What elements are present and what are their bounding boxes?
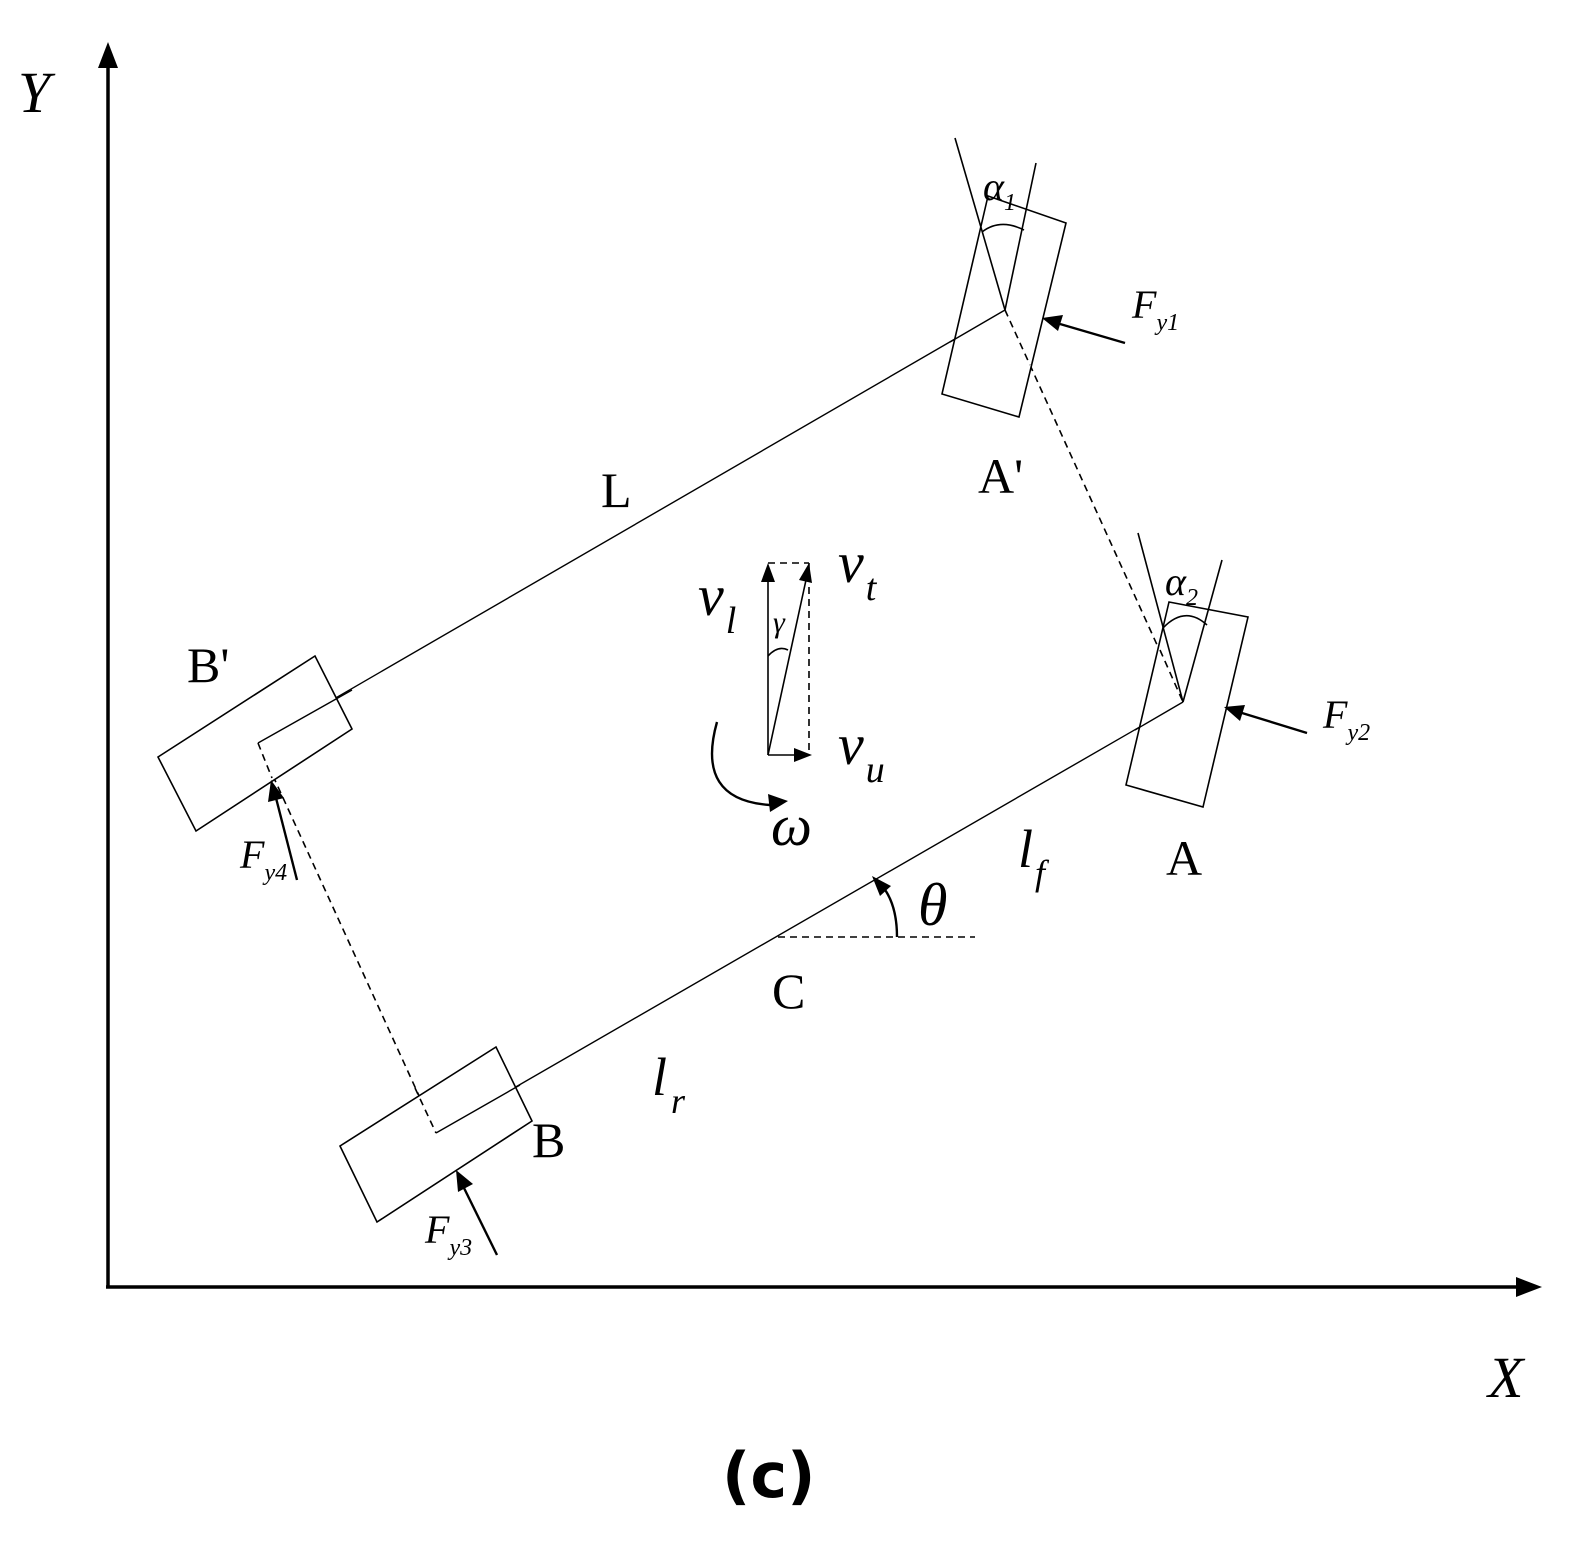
- fy4-arrowhead: [268, 780, 284, 802]
- force-arrows: [268, 315, 1308, 1256]
- alpha2-line-1: [1137, 532, 1184, 703]
- fy1-main: F: [1131, 282, 1157, 327]
- upper-body-line-rear-overlay: [257, 689, 353, 744]
- figure-caption: (c): [722, 1439, 815, 1512]
- alpha2-label: α2: [1165, 559, 1198, 611]
- steering-angle-lines: [954, 137, 1223, 703]
- fy1-label: Fy1: [1131, 282, 1179, 336]
- point-c-label: C: [772, 963, 805, 1019]
- vl-label: vl: [698, 563, 736, 642]
- gamma-label: γ: [773, 606, 786, 639]
- omega-label: ω: [771, 793, 812, 858]
- vt-main: v: [838, 530, 864, 595]
- vt-sub: t: [866, 567, 878, 609]
- point-a-label: A: [1166, 830, 1202, 886]
- velocity-vectors: [761, 562, 812, 762]
- gamma-arc: [767, 647, 789, 657]
- point-a-prime-label: A': [978, 448, 1023, 504]
- theta-arc: [882, 886, 899, 938]
- omega-arc: [710, 721, 771, 807]
- vu-main: v: [838, 712, 864, 777]
- fy4-main: F: [239, 832, 265, 877]
- fy3-main: F: [424, 1207, 450, 1252]
- x-axis-arrowhead: [1516, 1277, 1542, 1297]
- y-axis-label: Y: [18, 60, 56, 125]
- vu-sub: u: [866, 749, 885, 791]
- fy4-label: Fy4: [239, 832, 287, 886]
- fy2-arrow: [1241, 711, 1308, 735]
- alpha2-main: α: [1165, 559, 1187, 604]
- lower-body-line: [435, 701, 1184, 1134]
- alpha1-sub: 1: [1004, 190, 1016, 216]
- fy1-arrow: [1059, 322, 1126, 345]
- vu-arrowhead: [794, 748, 812, 762]
- upper-body-line-overlay: [949, 309, 1006, 343]
- fy2-sub: y2: [1345, 720, 1370, 746]
- vu-label: vu: [838, 712, 885, 791]
- alpha2-sub: 2: [1186, 585, 1198, 611]
- fy3-label: Fy3: [424, 1207, 472, 1261]
- vl-main: v: [698, 563, 724, 628]
- wheel-rear-right: [338, 1045, 534, 1224]
- fy2-arrowhead: [1224, 705, 1245, 721]
- vehicle-body: [257, 309, 1184, 1134]
- alpha1-arc: [981, 223, 1025, 233]
- front-axle-dashed: [1004, 309, 1184, 703]
- wheel-rear-left: [156, 654, 354, 833]
- wheelbase-label: L: [601, 462, 632, 518]
- coordinate-axes: [98, 42, 1542, 1297]
- lower-body-line-overlay: [1134, 701, 1184, 731]
- body-overlays: [257, 309, 1184, 1134]
- vt-vector: [767, 579, 807, 756]
- rear-axle-dashed-overlay: [257, 742, 273, 779]
- front-axle-dashed-overlay: [1004, 309, 1031, 366]
- fy3-arrow: [462, 1187, 499, 1256]
- rear-distance-sub: r: [671, 1081, 686, 1121]
- fy2-label: Fy2: [1322, 692, 1370, 746]
- theta-angle: [872, 876, 899, 938]
- point-b-prime-label: B': [187, 637, 229, 693]
- alpha1-main: α: [983, 164, 1005, 209]
- y-axis-arrowhead: [98, 42, 118, 68]
- fy4-sub: y4: [262, 860, 287, 886]
- front-distance-label: lf: [1018, 819, 1050, 893]
- vt-label: vt: [838, 530, 878, 609]
- wheel-front-right: [1125, 601, 1249, 808]
- rear-distance-main: l: [652, 1047, 667, 1107]
- fy1-sub: y1: [1154, 310, 1179, 336]
- point-b-label: B: [532, 1112, 565, 1168]
- alpha2-arc: [1162, 614, 1208, 629]
- front-distance-main: l: [1018, 819, 1033, 879]
- vt-arrowhead: [799, 563, 812, 583]
- omega-arrowhead: [768, 794, 788, 812]
- fy2-main: F: [1322, 692, 1348, 737]
- fy4-arrow: [274, 797, 299, 881]
- upper-body-line: [257, 309, 1006, 744]
- alpha2-line-2: [1182, 559, 1223, 703]
- theta-arrowhead: [872, 876, 891, 896]
- omega-rotation: [710, 721, 788, 812]
- rear-axle-dashed: [257, 742, 437, 1134]
- alpha1-line-2: [1004, 162, 1037, 311]
- fy1-arrowhead: [1042, 315, 1063, 331]
- rear-axle-dashed-overlay-2: [414, 1087, 437, 1134]
- fy3-sub: y3: [447, 1235, 472, 1261]
- front-axle-dashed-overlay-2: [1159, 649, 1184, 703]
- fy3-arrowhead: [456, 1170, 473, 1192]
- alpha1-label: α1: [983, 164, 1016, 216]
- wheels: [156, 194, 1249, 1224]
- front-distance-sub: f: [1035, 853, 1050, 893]
- vl-sub: l: [726, 600, 737, 642]
- alpha1-line-1: [954, 137, 1006, 311]
- vl-arrowhead: [761, 563, 775, 582]
- theta-label: θ: [918, 872, 947, 938]
- x-axis-label: X: [1486, 1345, 1526, 1410]
- lower-body-line-rear-overlay: [435, 1084, 521, 1134]
